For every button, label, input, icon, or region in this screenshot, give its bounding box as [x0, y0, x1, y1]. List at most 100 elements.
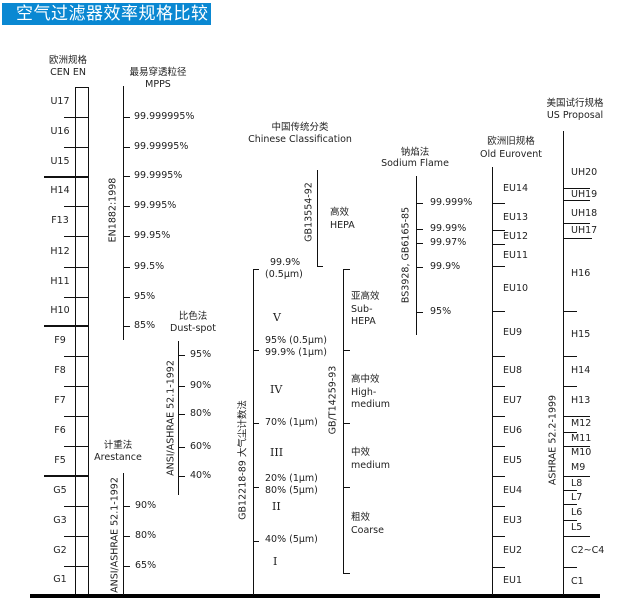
gb14259-class-cn: 中效 [351, 447, 371, 458]
us-proposal-separator [563, 567, 577, 569]
baseline [30, 594, 600, 598]
gb14259-class-en: Coarse [351, 525, 384, 536]
mpps-tick [123, 326, 130, 328]
gb12218-label: IV [270, 383, 283, 396]
cen-en-separator [44, 325, 88, 327]
us-proposal-class-label: C1 [571, 576, 584, 587]
gb14259-standard-label: GB/T14259-93 [327, 365, 339, 435]
us-proposal-standard-label: ASHRAE 52.2-1999 [547, 394, 559, 486]
cen-en-separator [44, 475, 88, 477]
gb12218-label: 70% (1μm) [265, 417, 318, 428]
dust-spot-axis [178, 341, 180, 495]
gb12218-label: V [273, 311, 281, 324]
mpps-value-label: 99.99995% [134, 141, 189, 152]
mpps-value-label: 85% [134, 320, 156, 331]
sodium-flame-tick [416, 243, 423, 245]
gb12218-tick [253, 487, 259, 489]
cen-en-class-label: F6 [54, 425, 66, 436]
cen-en-header-en: CEN EN [50, 67, 86, 78]
old-eurovent-class-label: EU14 [503, 183, 529, 194]
dust-spot-header-cn: 比色法 [178, 311, 208, 322]
cen-en-separator [64, 506, 88, 508]
old-eurovent-class-label: EU4 [503, 485, 522, 496]
arestance-value-label: 90% [135, 500, 157, 511]
mpps-value-label: 99.5% [134, 261, 165, 272]
arestance-tick [123, 566, 130, 568]
old-eurovent-class-label: EU12 [503, 231, 529, 242]
mpps-tick [123, 267, 130, 269]
old-eurovent-separator [492, 244, 505, 246]
gb12218-label: 80% (5μm) [265, 485, 318, 496]
sodium-flame-value-label: 95% [430, 306, 452, 317]
page-title: 空气过滤器效率规格比较 [2, 3, 211, 25]
sodium-flame-header-en: Sodium Flame [381, 158, 449, 169]
arestance-standard-label: ANSI/ASHRAE 52.1-1992 [109, 477, 121, 593]
sodium-flame-tick [416, 229, 423, 231]
dust-spot-value-label: 90% [190, 380, 212, 391]
dust-spot-tick [178, 414, 185, 416]
mpps-value-label: 95% [134, 291, 156, 302]
mpps-value-label: 99.9995% [134, 170, 183, 181]
cen-en-class-label: G5 [53, 484, 67, 496]
us-proposal-class-label: H15 [571, 329, 591, 340]
arestance-tick [123, 506, 130, 508]
old-eurovent-class-label: EU9 [503, 327, 522, 338]
gb14259-tick [343, 350, 350, 352]
old-eurovent-class-label: EU6 [503, 425, 522, 436]
us-proposal-separator [563, 223, 590, 225]
gb14259-class-cn: 粗效 [351, 512, 371, 523]
us-proposal-class-label: H14 [571, 365, 591, 376]
old-eurovent-separator [492, 311, 505, 313]
old-eurovent-separator [492, 446, 505, 448]
gb12218-axis [253, 269, 255, 595]
dust-spot-standard-label: ANSI/ASHRAE 52.1-1992 [165, 360, 177, 476]
us-proposal-axis [563, 131, 565, 595]
gb14259-class-en: medium [351, 399, 391, 410]
us-proposal-header-cn: 美国试行规格 [546, 98, 604, 109]
cen-en-separator [64, 416, 88, 418]
cen-en-class-label: F13 [51, 215, 69, 226]
gb13554-tick [317, 266, 323, 268]
arestance-tick [123, 536, 130, 538]
cen-en-class-label: U16 [50, 126, 70, 137]
cen-en-class-label: F7 [54, 395, 66, 406]
old-eurovent-separator [492, 203, 505, 205]
us-proposal-class-label: L6 [571, 507, 583, 518]
cen-en-separator [64, 446, 88, 448]
cen-en-separator [64, 297, 88, 299]
us-proposal-separator [563, 311, 577, 313]
gb14259-tick [343, 269, 350, 271]
gb13554-standard-label: GB13554-92 [303, 182, 315, 242]
dust-spot-tick [178, 447, 185, 449]
mpps-tick [123, 206, 130, 208]
dust-spot-tick [178, 355, 185, 357]
old-eurovent-separator [492, 506, 505, 508]
gb14259-class-en: medium [351, 460, 391, 471]
us-proposal-class-label: UH20 [571, 167, 598, 178]
old-eurovent-header-en: Old Eurovent [480, 149, 542, 160]
gb12218-tick [253, 350, 259, 352]
gb14259-class-cn: 高中效 [351, 374, 380, 385]
us-proposal-class-label: M11 [571, 433, 592, 444]
chinese-header-en: Chinese Classification [248, 134, 352, 145]
gb14259-axis [343, 269, 345, 574]
us-proposal-class-label: M12 [571, 418, 592, 429]
hepa-class-cn: 高效 [330, 207, 350, 218]
old-eurovent-separator [492, 476, 505, 478]
us-proposal-class-label: H16 [571, 268, 591, 279]
gb12218-label: 95% (0.5μm) [265, 335, 327, 346]
us-proposal-separator [563, 476, 590, 478]
gb14259-class-en: Sub- [351, 304, 373, 315]
gb14259-tick [343, 487, 350, 489]
cen-en-class-label: H10 [50, 305, 70, 316]
old-eurovent-class-label: EU13 [503, 212, 529, 223]
old-eurovent-separator [492, 386, 505, 388]
cen-en-class-label: H11 [50, 276, 70, 287]
mpps-value-label: 99.95% [134, 230, 171, 241]
mpps-standard-label: EN1882:1998 [107, 177, 119, 243]
dust-spot-tick [178, 476, 185, 478]
dust-spot-tick [178, 386, 185, 388]
dust-spot-value-label: 95% [190, 349, 212, 360]
us-proposal-separator [563, 356, 577, 358]
gb12218-label: 20% (1μm) [265, 473, 318, 484]
